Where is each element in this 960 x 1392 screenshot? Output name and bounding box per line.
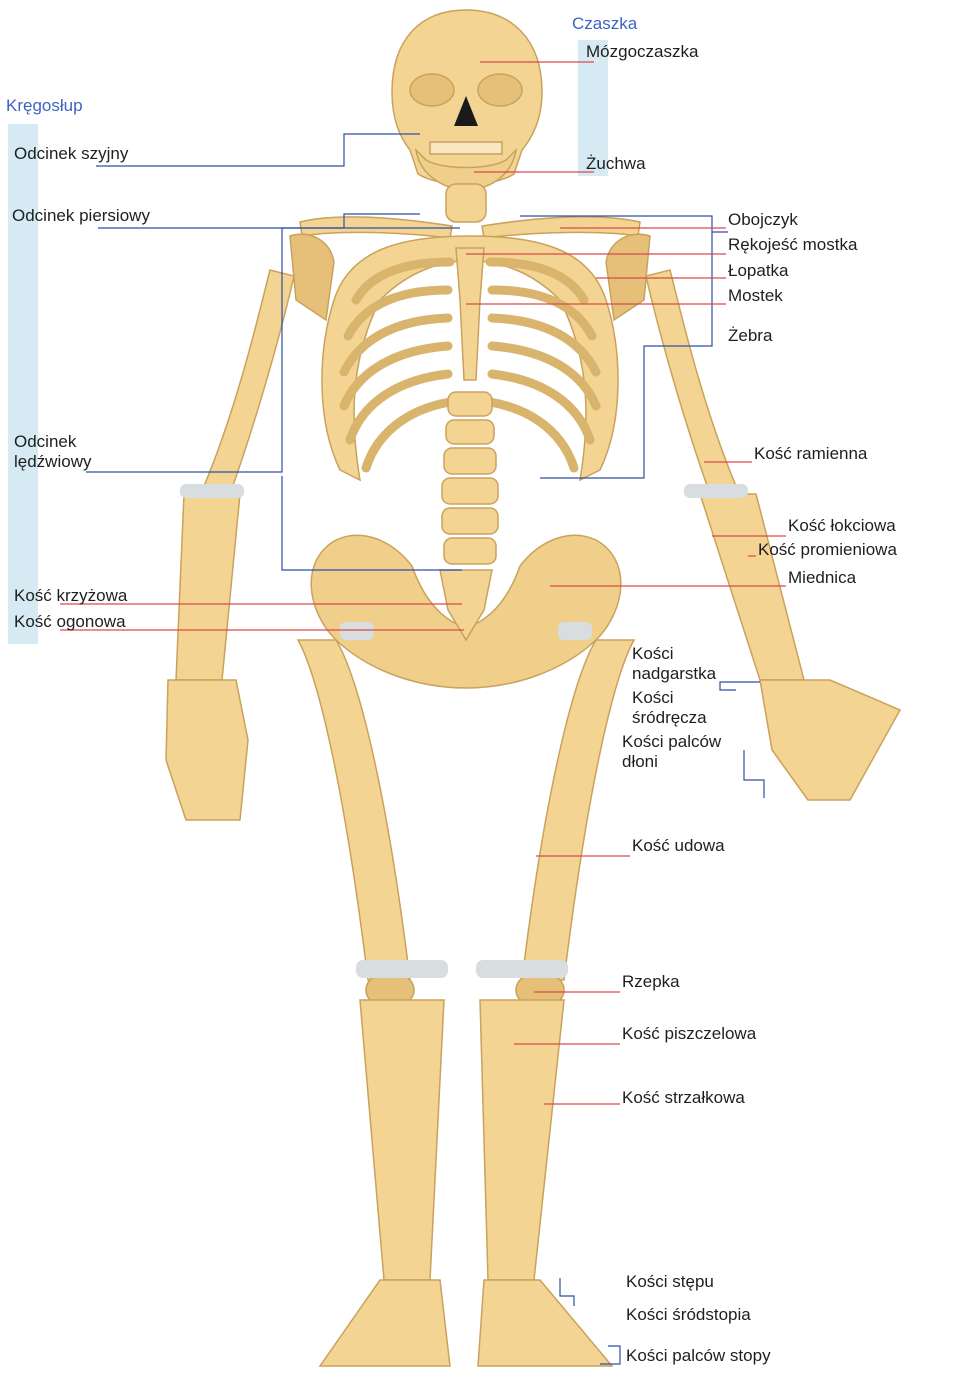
label-thoracic: Odcinek piersiowy bbox=[12, 206, 150, 225]
label-manubrium: Rękojeść mostka bbox=[728, 235, 858, 254]
group-title-skull: Czaszka bbox=[572, 14, 638, 33]
left-tibia-fibula bbox=[359, 999, 445, 1281]
label-scapula: Łopatka bbox=[728, 261, 789, 280]
label-ulna: Kość łokciowa bbox=[788, 516, 896, 535]
label-lumbar-1: Odcinek bbox=[14, 432, 77, 451]
label-sacrum: Kość krzyżowa bbox=[14, 586, 128, 605]
left-femur bbox=[296, 639, 411, 981]
left-foot bbox=[318, 1279, 451, 1367]
label-metacarpals-1: Kości bbox=[632, 688, 674, 707]
left-orbit bbox=[409, 73, 455, 107]
label-cervical: Odcinek szyjny bbox=[14, 144, 129, 163]
sternum bbox=[455, 247, 485, 381]
group-title-spine: Kręgosłup bbox=[6, 96, 83, 115]
label-phalanges-hand-2: dłoni bbox=[622, 752, 658, 771]
label-mandible: Żuchwa bbox=[586, 154, 646, 173]
label-coccyx: Kość ogonowa bbox=[14, 612, 126, 631]
spine-group-bar bbox=[8, 124, 38, 644]
label-metacarpals-2: śródręcza bbox=[632, 708, 707, 727]
sacrum bbox=[439, 569, 493, 642]
label-phalanges-hand-1: Kości palców bbox=[622, 732, 722, 751]
pointer-lines bbox=[60, 61, 786, 1105]
left-clavicle bbox=[299, 216, 453, 239]
label-tibia: Kość piszczelowa bbox=[622, 1024, 757, 1043]
right-tibia-fibula bbox=[479, 999, 565, 1281]
label-radius: Kość promieniowa bbox=[758, 540, 897, 559]
right-clavicle bbox=[481, 216, 641, 239]
bones bbox=[165, 9, 902, 1367]
left-scapula bbox=[289, 233, 335, 322]
label-humerus: Kość ramienna bbox=[754, 444, 868, 463]
label-carpals-2: nadgarstka bbox=[632, 664, 717, 683]
left-hand bbox=[165, 679, 249, 821]
label-clavicle: Obojczyk bbox=[728, 210, 798, 229]
right-foot bbox=[477, 1279, 614, 1367]
label-ribs: Żebra bbox=[728, 326, 773, 345]
right-scapula bbox=[605, 233, 651, 322]
label-patella: Rzepka bbox=[622, 972, 680, 991]
group-brackets bbox=[86, 133, 765, 1365]
label-sternum: Mostek bbox=[728, 286, 783, 305]
joints bbox=[180, 484, 748, 978]
label-metatarsals: Kości śródstopia bbox=[626, 1305, 751, 1324]
lumbar-vertebrae bbox=[441, 391, 499, 565]
right-orbit bbox=[477, 73, 523, 107]
label-phalanges-foot: Kości palców stopy bbox=[626, 1346, 771, 1365]
cervical-vertebrae bbox=[445, 183, 487, 223]
right-femur bbox=[521, 639, 636, 981]
ribs bbox=[339, 257, 601, 473]
label-fibula: Kość strzałkowa bbox=[622, 1088, 745, 1107]
label-tarsals: Kości stępu bbox=[626, 1272, 714, 1291]
skull-group-bar bbox=[578, 40, 608, 176]
left-forearm bbox=[175, 493, 241, 681]
label-pelvis: Miednica bbox=[788, 568, 857, 587]
label-carpals-1: Kości bbox=[632, 644, 674, 663]
label-femur: Kość udowa bbox=[632, 836, 725, 855]
label-cranium: Mózgoczaszka bbox=[586, 42, 699, 61]
nasal-cavity bbox=[454, 96, 478, 126]
right-hand bbox=[759, 679, 902, 801]
upper-teeth bbox=[429, 141, 503, 155]
label-lumbar-2: lędźwiowy bbox=[14, 452, 92, 471]
left-humerus bbox=[202, 269, 295, 495]
